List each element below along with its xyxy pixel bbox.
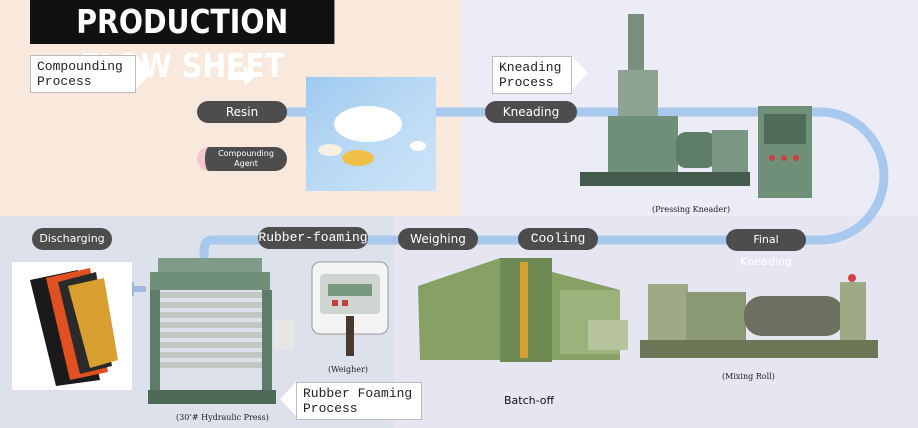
step-rubber-foaming: Rubber-foaming: [258, 227, 368, 249]
compounding-process-callout: Compounding Process: [30, 55, 136, 93]
callout-line-1: Kneading: [499, 60, 562, 75]
step-weighing: Weighing: [398, 228, 478, 250]
callout-line-2: Process: [499, 75, 554, 90]
weigher-caption: (Weigher): [328, 365, 368, 374]
resin-photo: [306, 77, 436, 191]
compounding-agent-line-1: Compounding: [218, 149, 274, 158]
batch-off-illustration: [418, 258, 628, 362]
step-compounding-agent: Compounding Agent: [197, 147, 287, 171]
pressing-kneader-caption: (Pressing Kneader): [652, 205, 731, 214]
page-title: PRODUCTION FLOW SHEET: [30, 0, 335, 85]
callout-line-2: Process: [37, 74, 92, 89]
kneading-process-callout: Kneading Process: [492, 56, 572, 94]
hydraulic-press-caption: (30’# Hydraulic Press): [176, 413, 269, 422]
step-discharging: Discharging: [32, 228, 112, 250]
hydraulic-press-illustration: [148, 258, 294, 404]
rubber-foaming-process-callout: Rubber Foaming Process: [296, 382, 422, 420]
callout-line-1: Rubber Foaming: [303, 386, 413, 401]
callout-pointer: [572, 56, 588, 90]
callout-line-1: Compounding: [37, 59, 123, 74]
mixing-roll-illustration: [640, 274, 878, 358]
mixing-roll-caption: (Mixing Roll): [722, 372, 775, 381]
step-cooling: Cooling: [518, 228, 598, 250]
batch-off-label: Batch-off: [504, 394, 555, 407]
callout-pointer: [136, 55, 152, 89]
pressing-kneader-illustration: [580, 14, 812, 198]
callout-pointer: [280, 382, 296, 416]
flow-line: [199, 107, 889, 289]
weigher-illustration: [311, 261, 389, 356]
callout-line-2: Process: [303, 401, 358, 416]
step-kneading: Kneading: [485, 101, 577, 123]
arrow-right-icon: [228, 66, 256, 86]
step-final-kneading: Final Kneading: [726, 229, 806, 268]
step-resin: Resin: [197, 101, 287, 123]
foam-sheets-illustration: [12, 262, 132, 390]
compounding-agent-line-2: Agent: [234, 159, 258, 168]
